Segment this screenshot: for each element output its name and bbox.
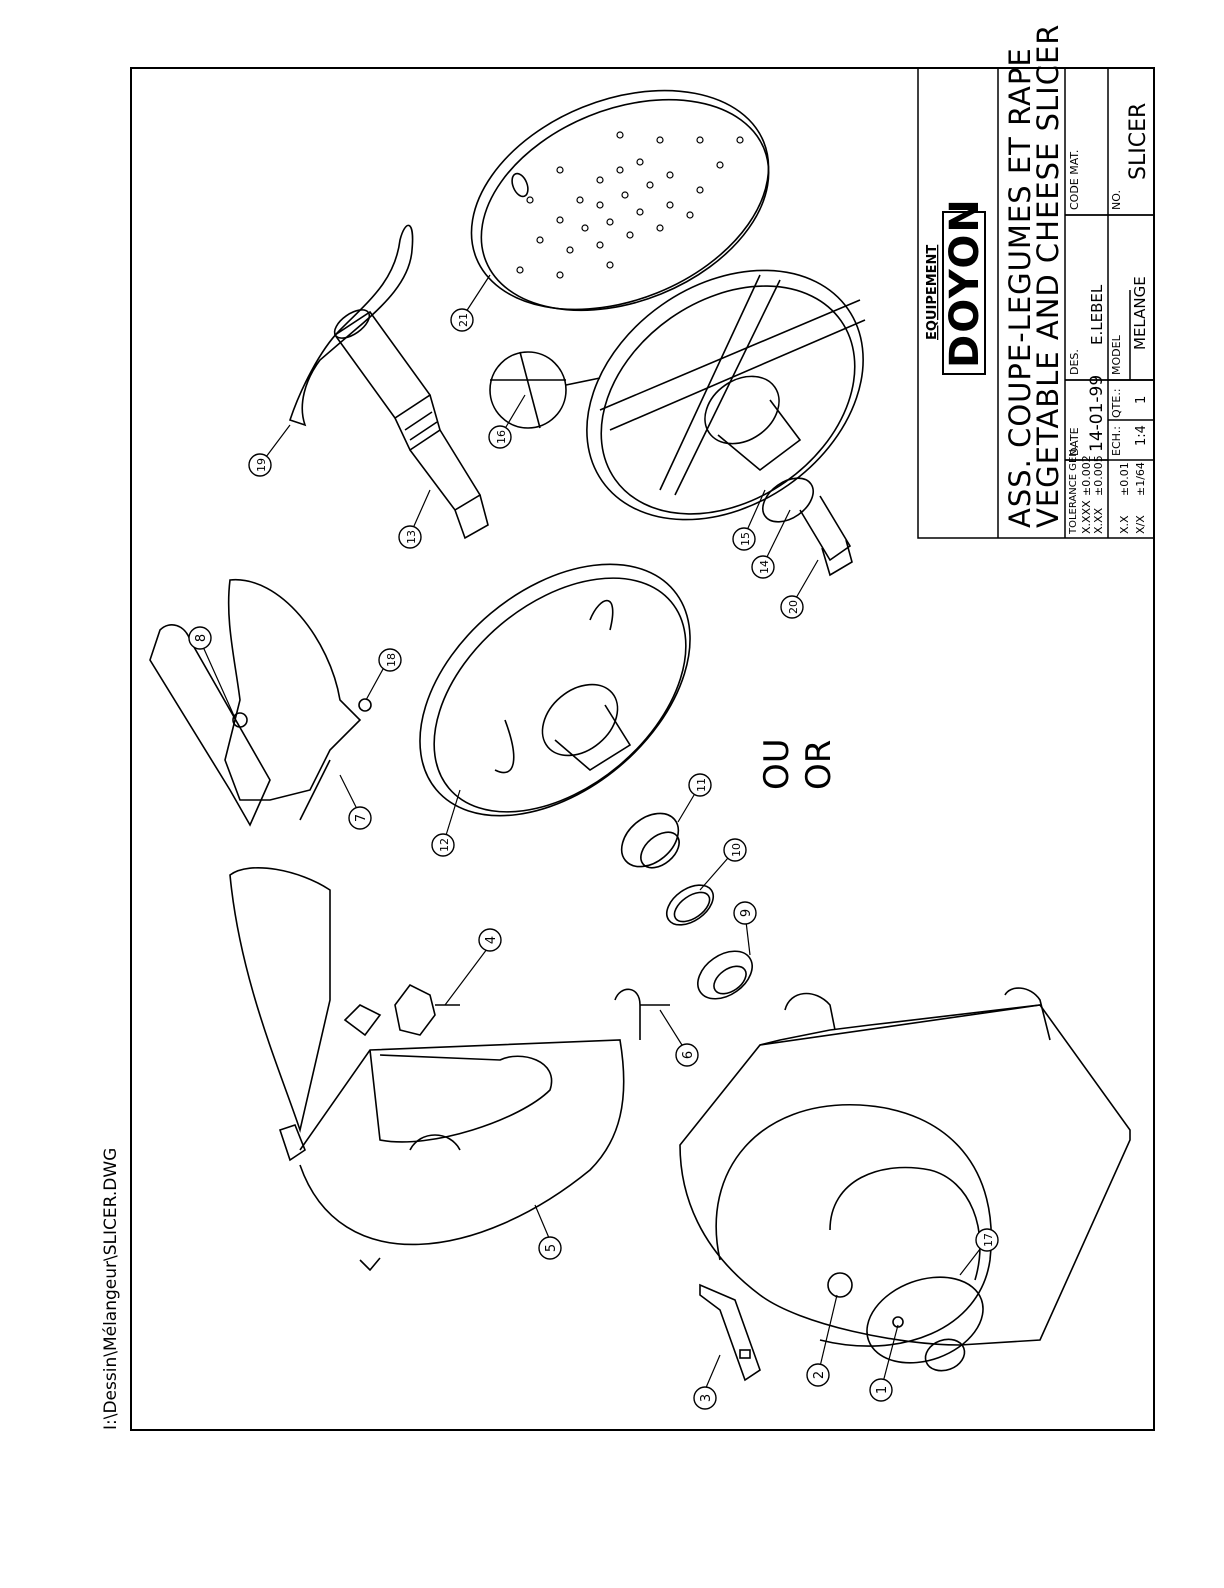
- part-19-handle: [288, 224, 414, 427]
- callout-4: 4: [478, 928, 502, 952]
- tolerance-fmt-3: X/X: [1134, 515, 1147, 534]
- callout-19: 19: [248, 453, 272, 477]
- svg-text:1: 1: [875, 1386, 890, 1394]
- part-9-bushing: [697, 950, 753, 1000]
- title-en: VEGETABLE AND CHEESE SLICER: [1031, 24, 1065, 528]
- part-14-collar: [762, 477, 853, 577]
- qte-label: QTE.:: [1110, 388, 1123, 418]
- svg-text:17: 17: [982, 1233, 995, 1247]
- no-label: NO.: [1110, 190, 1123, 210]
- callout-21: 21: [450, 308, 474, 332]
- svg-text:2: 2: [812, 1371, 827, 1379]
- tolerance-fmt-0: X.XXX: [1080, 500, 1093, 534]
- tolerance-val-2: ±0.01: [1118, 462, 1131, 496]
- title-block-separators: [1065, 214, 1154, 461]
- callout-8: 8: [188, 626, 212, 650]
- part-7-pusher: [149, 579, 372, 827]
- svg-text:21: 21: [457, 313, 470, 327]
- title-block-fields: DATE 14-01-99 DES. E.LEBEL CODE MAT. ECH…: [1068, 103, 1151, 456]
- callout-5: 5: [538, 1236, 562, 1260]
- callout-leaders: [199, 274, 988, 1391]
- svg-text:3: 3: [699, 1394, 714, 1402]
- part-3-latch: [699, 1283, 761, 1382]
- callout-18: 18: [378, 648, 402, 672]
- ech-label: ECH.:: [1110, 426, 1123, 456]
- svg-text:9: 9: [739, 909, 754, 917]
- file-path-label: I:\Dessin\Mélangeur\SLICER.DWG: [101, 1148, 121, 1430]
- tolerance-header: TOLERANCE GEN.: [1068, 446, 1079, 535]
- callout-15: 15: [732, 527, 756, 551]
- des-label: DES.: [1068, 349, 1081, 375]
- model-value: MELANGE: [1131, 276, 1149, 350]
- svg-text:8: 8: [194, 634, 209, 642]
- logo-frame: [942, 211, 986, 375]
- code-label: CODE MAT.: [1068, 150, 1081, 210]
- callout-11: 11: [688, 773, 712, 797]
- callout-9: 9: [733, 901, 757, 925]
- part-10-ring: [666, 884, 714, 926]
- parts: [149, 89, 1131, 1382]
- part-17-housing: [679, 987, 1131, 1372]
- tolerance-val-0: ±0.002: [1080, 455, 1093, 496]
- date-label: DATE: [1068, 427, 1081, 456]
- svg-text:11: 11: [695, 778, 708, 792]
- date-value: 14-01-99: [1087, 375, 1107, 452]
- drawing-border: [130, 67, 1155, 1431]
- no-value: SLICER: [1126, 103, 1151, 180]
- company-top-label: EQUIPEMENT: [925, 245, 940, 340]
- or-label-fr: OU: [757, 738, 797, 790]
- company-logo: EQUIPEMENT DOYON: [925, 197, 988, 375]
- callout-6: 6: [675, 1043, 699, 1067]
- svg-text:6: 6: [681, 1051, 696, 1059]
- tolerance-fmt-1: X.XX: [1092, 507, 1105, 534]
- part-5-cover: [229, 867, 670, 1272]
- callout-10: 10: [723, 838, 747, 862]
- qte-value: 1: [1134, 396, 1149, 404]
- svg-text:13: 13: [405, 530, 418, 544]
- part-21-grater-disc: [470, 89, 770, 312]
- tolerance-val-3: ±1/64: [1134, 462, 1147, 496]
- svg-text:20: 20: [787, 600, 800, 614]
- callout-14: 14: [751, 555, 775, 579]
- part-16-detail: [489, 351, 601, 429]
- callout-12: 12: [431, 833, 455, 857]
- callout-7: 7: [348, 806, 372, 830]
- svg-text:12: 12: [438, 838, 451, 852]
- svg-text:5: 5: [544, 1244, 559, 1252]
- title-fr: ASS. COUPE-LEGUMES ET RAPE: [1003, 47, 1037, 528]
- callout-16: 16: [488, 425, 512, 449]
- svg-text:18: 18: [385, 653, 398, 667]
- des-value: E.LEBEL: [1088, 284, 1106, 345]
- or-label-en: OR: [799, 740, 839, 790]
- ech-value: 1:4: [1134, 425, 1149, 446]
- company-logo-text: DOYON: [942, 197, 988, 368]
- tolerance-val-1: ±0.005: [1092, 455, 1105, 496]
- tolerance-table: TOLERANCE GEN. X.XXX ±0.002 X.XX ±0.005 …: [1068, 446, 1147, 535]
- callout-13: 13: [398, 525, 422, 549]
- svg-text:10: 10: [730, 843, 743, 857]
- svg-text:7: 7: [354, 814, 369, 822]
- svg-text:4: 4: [484, 936, 499, 944]
- part-12-alt-disc: [419, 563, 691, 817]
- tolerance-fmt-2: X.X: [1118, 515, 1131, 534]
- callout-20: 20: [780, 595, 804, 619]
- or-label-group: OU OR: [757, 738, 839, 790]
- part-11-nut: [620, 812, 680, 869]
- callout-1: 1: [869, 1378, 893, 1402]
- svg-text:16: 16: [495, 430, 508, 444]
- svg-text:15: 15: [739, 532, 752, 546]
- part-13-shaft: [333, 309, 489, 540]
- model-label: MODEL: [1110, 334, 1123, 375]
- callout-bubbles: 1 2 3 4 5 6 7 8 9 10 11 12 13 14 15 16 1…: [188, 308, 999, 1410]
- part-15-slicer-disc: [586, 269, 866, 521]
- svg-text:19: 19: [255, 458, 268, 472]
- callout-17: 17: [975, 1228, 999, 1252]
- svg-text:14: 14: [758, 560, 771, 574]
- callout-3: 3: [693, 1386, 717, 1410]
- callout-2: 2: [806, 1363, 830, 1387]
